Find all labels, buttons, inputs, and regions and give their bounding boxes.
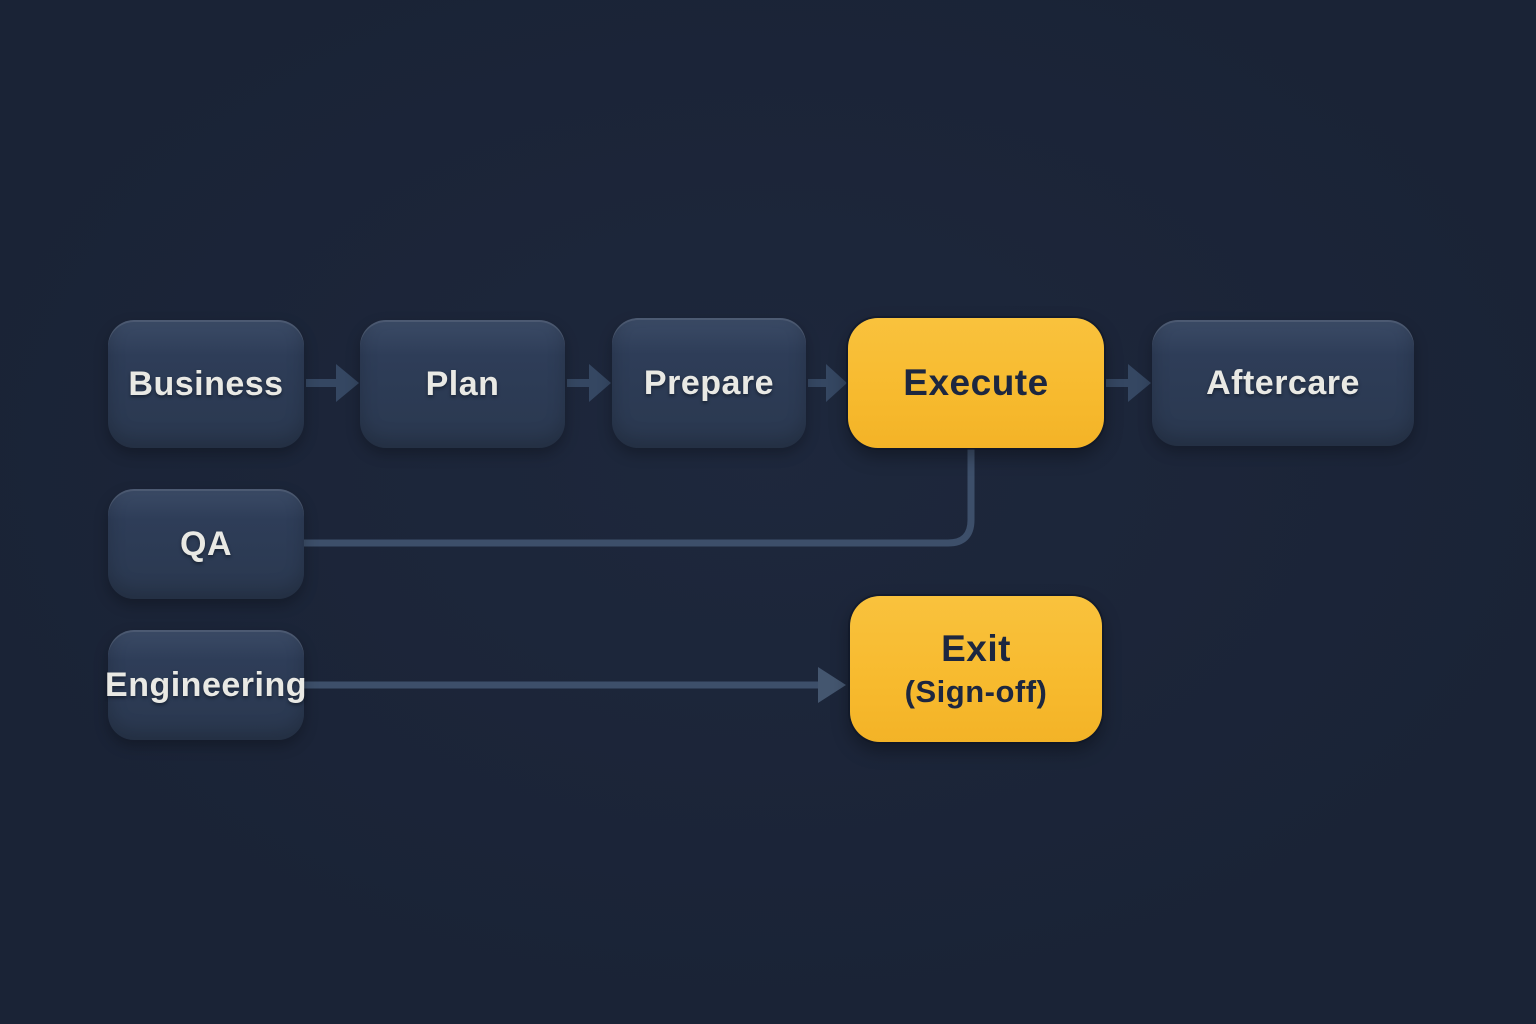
node-exit-label: Exit <box>941 628 1011 669</box>
edge-plan-prepare <box>567 364 611 402</box>
edge-business-plan <box>306 364 359 402</box>
node-plan: Plan <box>360 320 565 448</box>
edge-engineering-exit <box>304 667 846 703</box>
node-prepare-label: Prepare <box>643 363 775 402</box>
node-business-label: Business <box>128 364 284 403</box>
node-engineering: Engineering <box>105 630 307 740</box>
node-business: Business <box>108 320 304 448</box>
node-prepare: Prepare <box>612 318 806 448</box>
node-execute: Execute <box>848 318 1104 448</box>
edge-qa-execute <box>304 449 975 547</box>
node-qa-label: QA <box>180 524 232 563</box>
node-plan-label: Plan <box>425 364 500 403</box>
edge-execute-aftercare <box>1106 364 1151 402</box>
node-aftercare-label: Aftercare <box>1206 363 1360 402</box>
node-qa: QA <box>108 489 304 599</box>
node-exit: Exit (Sign-off) <box>850 596 1102 742</box>
node-engineering-label: Engineering <box>105 665 307 704</box>
edge-prepare-execute <box>808 364 847 402</box>
node-exit-sublabel: (Sign-off) <box>904 674 1048 709</box>
node-aftercare: Aftercare <box>1152 320 1414 446</box>
node-execute-label: Execute <box>903 362 1049 403</box>
